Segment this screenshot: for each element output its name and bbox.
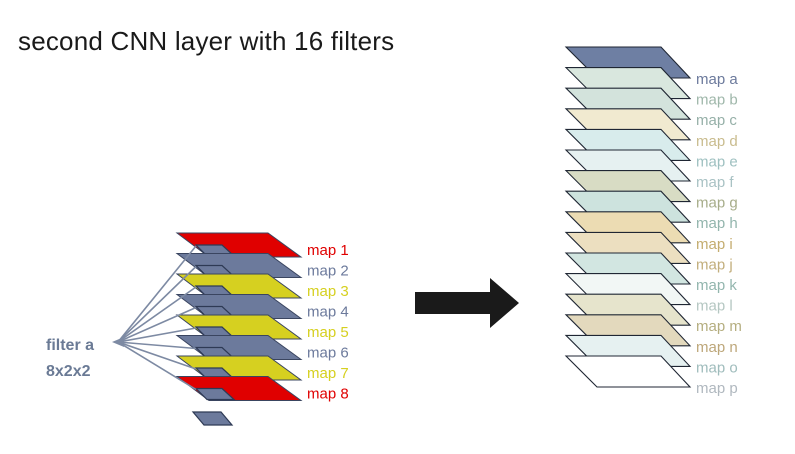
filter-line xyxy=(117,286,197,343)
input-map-label: map 5 xyxy=(307,324,349,341)
filter-label: filter a 8x2x2 xyxy=(46,333,94,385)
output-map-label: map m xyxy=(696,318,742,335)
filter-size: 8x2x2 xyxy=(46,363,91,380)
filter-window xyxy=(194,387,236,401)
filter-line xyxy=(117,245,197,343)
right-arrow-icon xyxy=(415,278,519,328)
filter-line xyxy=(117,306,197,343)
output-map-label: map n xyxy=(696,339,738,356)
input-map-4: map 4 xyxy=(175,294,349,321)
output-map-label: map b xyxy=(696,92,738,109)
filter-window-bottom xyxy=(191,411,234,426)
output-map-label: map h xyxy=(696,215,738,232)
output-map-label: map p xyxy=(696,380,738,397)
filter-connection-lines xyxy=(112,245,197,391)
input-map-label: map 2 xyxy=(307,263,349,280)
input-map-8: map 8 xyxy=(175,376,349,403)
input-feature-map-stack: map 1 map 2 map 3 map 4 map 5 map 6 map 7 map 8 xyxy=(175,232,349,426)
filter-apex-icon xyxy=(112,337,124,347)
input-map-label: map 4 xyxy=(307,304,349,321)
input-map-5: map 5 xyxy=(175,314,349,341)
input-map-label: map 7 xyxy=(307,365,349,382)
output-map-label: map j xyxy=(696,256,733,273)
diagram-title: second CNN layer with 16 filters xyxy=(18,26,395,56)
output-map-label: map g xyxy=(696,195,738,212)
output-map-label: map k xyxy=(696,277,737,294)
output-map-sheet xyxy=(564,355,692,388)
input-map-label: map 1 xyxy=(307,242,349,259)
filter-line xyxy=(117,265,197,343)
input-map-label: map 3 xyxy=(307,283,349,300)
output-map-label: map i xyxy=(696,236,733,253)
output-map-label: map e xyxy=(696,153,738,170)
filter-line xyxy=(117,327,197,343)
output-map-label: map d xyxy=(696,133,738,150)
filter-name: filter a xyxy=(46,337,95,354)
output-map-label: map f xyxy=(696,174,734,191)
output-map-p: map p xyxy=(564,355,738,397)
input-map-label: map 8 xyxy=(307,386,349,403)
filter-line xyxy=(117,341,197,350)
output-map-label: map o xyxy=(696,359,738,376)
input-map-label: map 6 xyxy=(307,345,349,362)
output-map-label: map c xyxy=(696,112,737,129)
output-map-label: map a xyxy=(696,71,738,88)
filter-line xyxy=(117,341,197,391)
output-feature-map-stack: map a map b map c map d map e map f map g map h… xyxy=(564,46,742,397)
output-map-label: map l xyxy=(696,298,733,315)
filter-line xyxy=(117,341,197,370)
